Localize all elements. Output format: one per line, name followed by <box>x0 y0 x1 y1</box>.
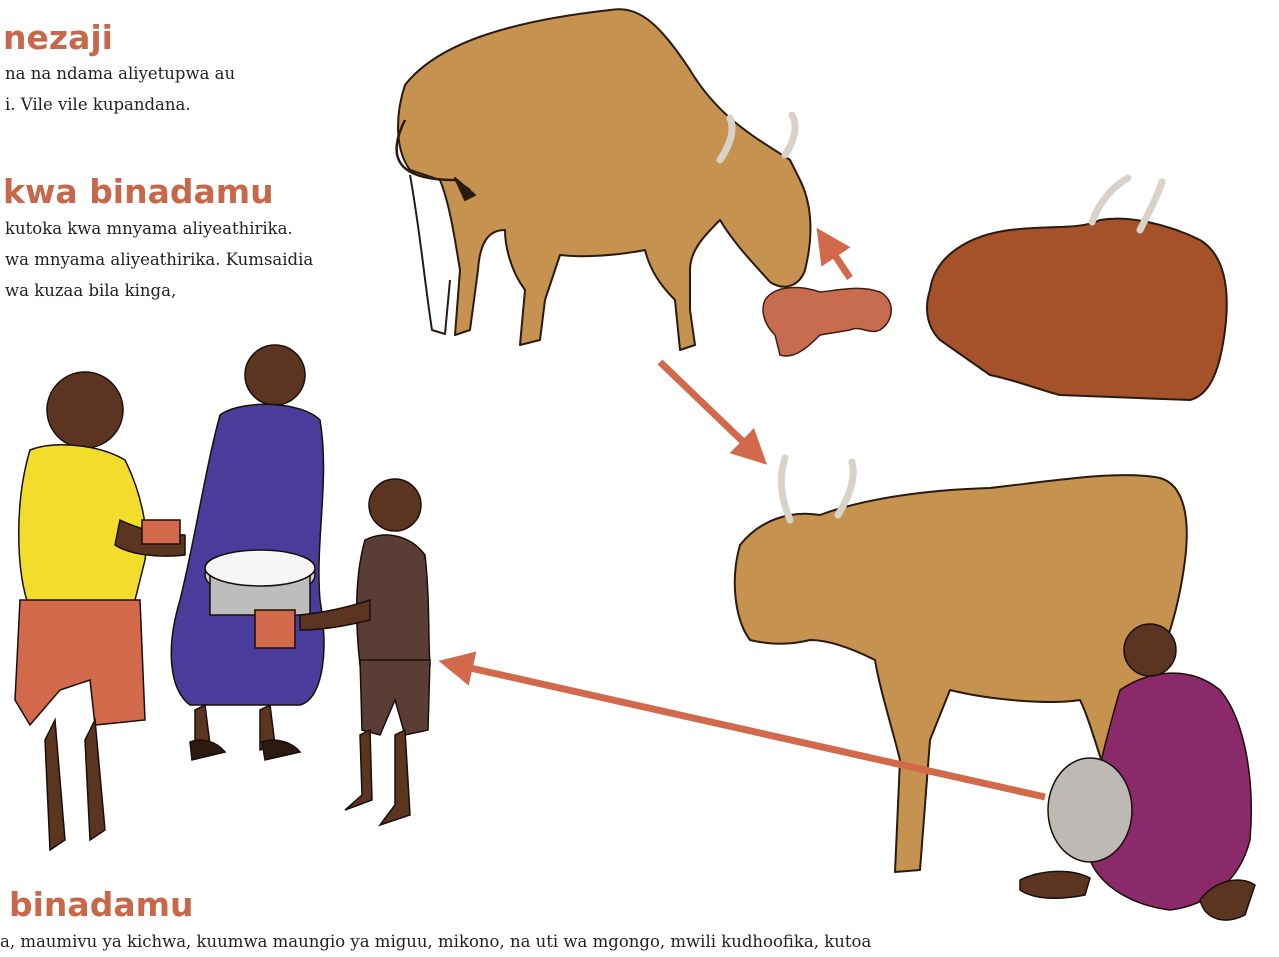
milk-pot <box>1048 758 1132 862</box>
cup-icon <box>142 520 180 544</box>
grazing-cow <box>397 9 811 350</box>
newborn-calf <box>763 287 891 356</box>
man-with-cup <box>15 372 185 850</box>
woman-with-pot <box>171 345 324 760</box>
arrow-cow-to-calf <box>822 236 850 278</box>
cup-icon <box>255 610 295 648</box>
arrow-to-milking-cow <box>660 362 760 458</box>
lying-cow <box>927 178 1227 400</box>
